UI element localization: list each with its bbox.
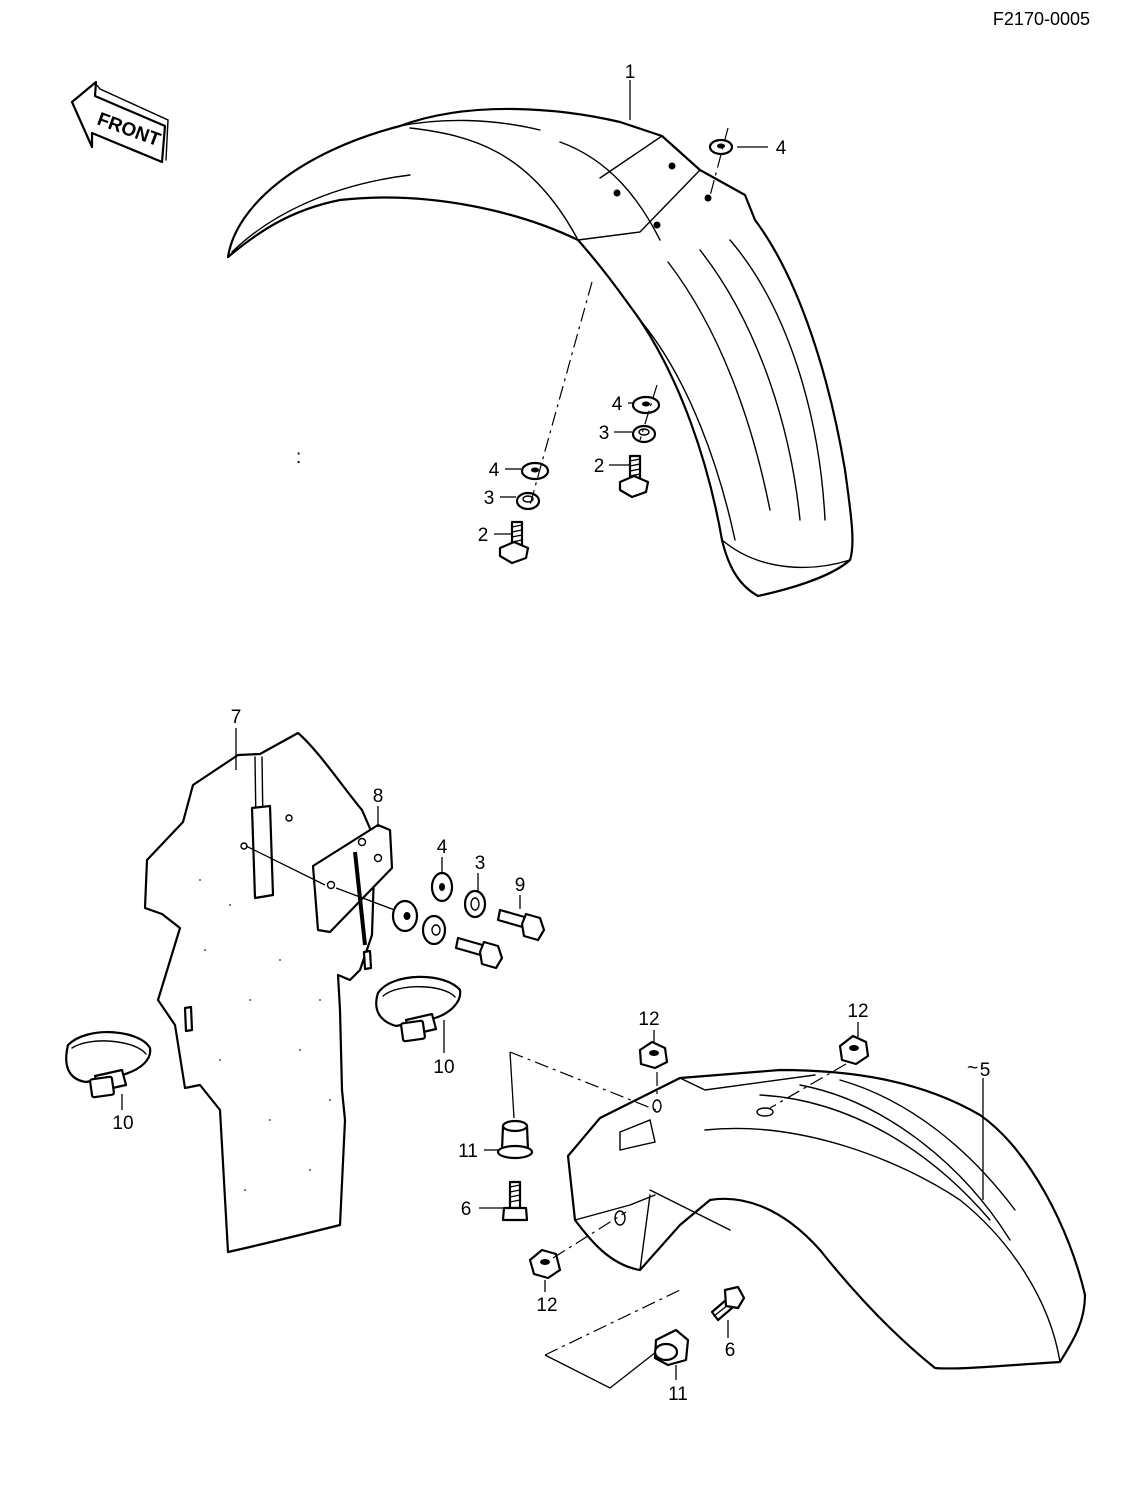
nut-icon [528,1034,870,1280]
callout-11: 11 [458,1141,478,1162]
callout-7: 7 [231,707,242,728]
callout-10: 10 [433,1057,454,1078]
clamp-right [375,975,462,1043]
callout-6: 6 [725,1340,736,1361]
collar-bolt-left [496,1119,534,1222]
hardware-right-flap [391,871,546,970]
collar-bolt-right [653,1285,746,1367]
bolt-stack-left [498,461,550,565]
front-arrow-icon: FRONT [70,80,169,164]
bolt-stack-right [618,395,661,499]
callout-4: 4 [437,837,448,858]
front-fender [226,107,854,598]
callout-9: 9 [515,875,526,896]
callout-2: 2 [478,525,489,546]
mud-flap-texture [199,879,331,1191]
stray-mark: : [296,447,301,468]
callout-2: 2 [594,456,605,477]
callout-5-mark: ~ [967,1058,978,1079]
callout-8: 8 [373,786,384,807]
callout-12: 12 [536,1295,557,1316]
callout-12: 12 [638,1009,659,1030]
callout-4: 4 [489,460,500,481]
callout-12: 12 [847,1001,868,1022]
callout-3: 3 [475,853,486,874]
callout-4: 4 [612,394,623,415]
callout-6: 6 [461,1199,472,1220]
diagram-code: F2170-0005 [993,9,1090,29]
callout-1: 1 [625,62,636,83]
callout-10: 10 [112,1113,133,1134]
callout-3: 3 [484,488,495,509]
mud-flap [143,731,377,1254]
clamp-left [65,1030,152,1099]
callout-3: 3 [599,423,610,444]
callout-4: 4 [776,138,787,159]
callout-5: 5 [980,1060,991,1081]
callout-11: 11 [668,1384,688,1405]
washer-icon [708,138,734,156]
rear-fender [566,1068,1087,1370]
